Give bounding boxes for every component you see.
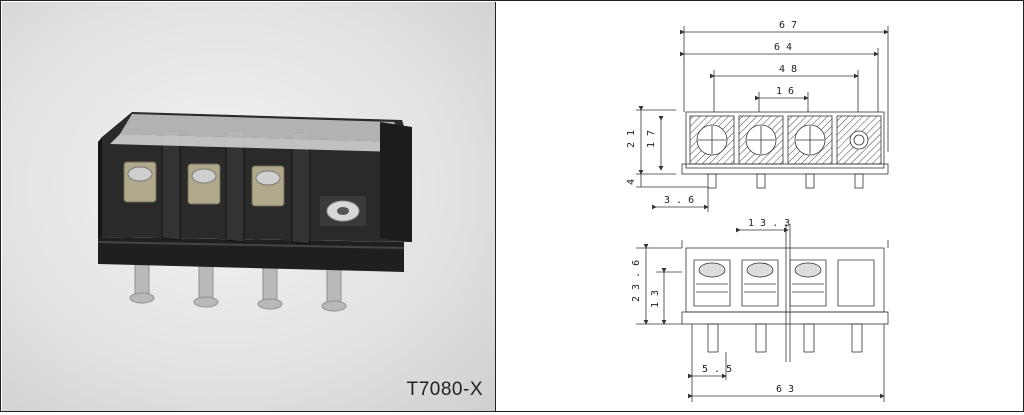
dim-front-height: 2 3 . 6 <box>631 260 642 302</box>
dim-pin-length: 4 <box>626 179 637 185</box>
dim-height: 2 1 <box>626 130 637 148</box>
dim-gap: 1 3 . 3 <box>748 218 790 229</box>
dim-lower-height: 1 3 <box>650 290 661 308</box>
model-label: T7080-X <box>406 379 483 400</box>
dim-pin-offset: 3 . 6 <box>664 195 694 206</box>
terminal-block-illustration <box>97 112 412 312</box>
dim-pin-span: 6 3 <box>776 384 794 395</box>
dim-pitch-span: 4 8 <box>779 64 797 75</box>
dim-inner-height: 1 7 <box>646 130 657 148</box>
dimension-drawing: 6 7 6 4 4 8 1 6 2 1 1 7 4 3 . 6 1 3 . 3 … <box>496 2 1023 411</box>
dim-pitch: 1 6 <box>776 86 794 97</box>
dim-overall-width: 6 7 <box>779 20 797 31</box>
dim-body-width: 6 4 <box>774 42 792 53</box>
product-photo: T7080-X <box>2 2 496 411</box>
dim-pin-pitch: 5 . 5 <box>702 364 732 375</box>
technical-drawing-svg: 6 7 6 4 4 8 1 6 2 1 1 7 4 3 . 6 1 3 . 3 … <box>626 20 889 402</box>
